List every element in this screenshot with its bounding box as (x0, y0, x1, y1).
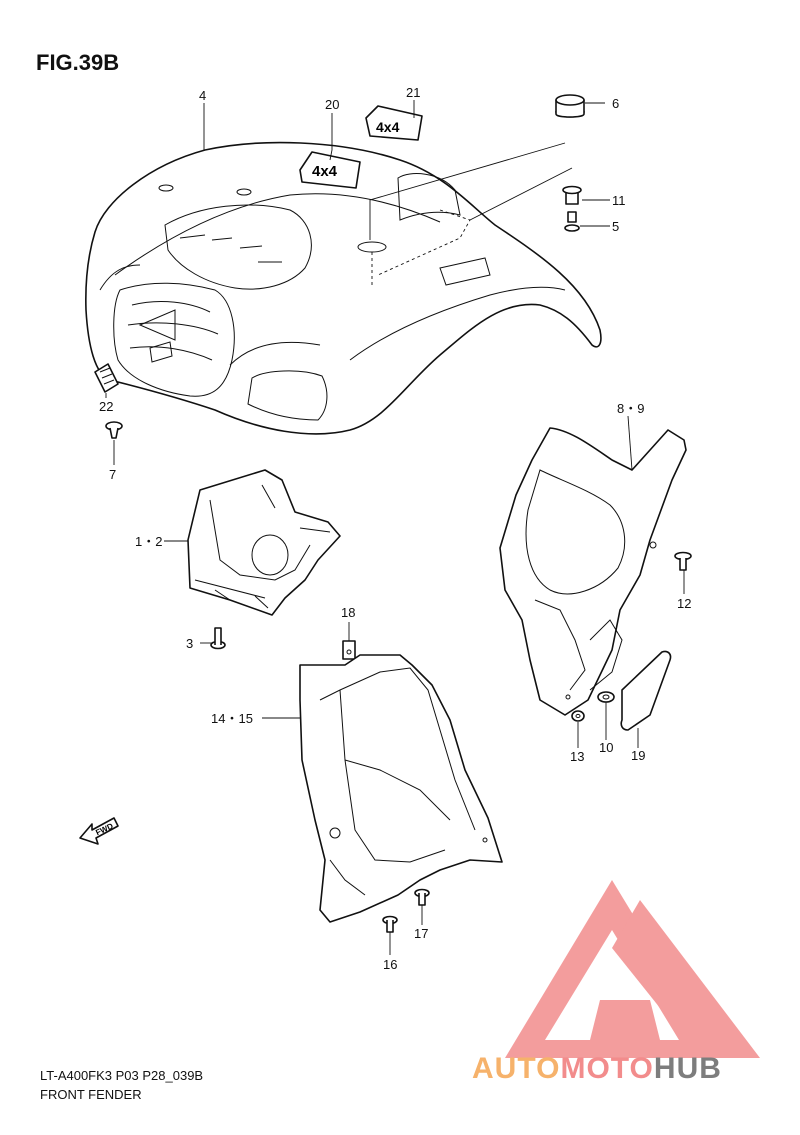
grommet-6-part (555, 94, 585, 118)
callout-10: 10 (599, 740, 614, 755)
callout-19: 19 (631, 748, 646, 763)
clip-18-part (342, 640, 356, 660)
callout-18: 18 (341, 605, 356, 620)
callout-11: 11 (612, 193, 626, 208)
bolt-16-part (382, 915, 398, 933)
grommet-10-part (597, 691, 615, 703)
washer-13-part (571, 710, 585, 722)
bolt-17-part (414, 888, 430, 906)
callout-3: 3 (186, 636, 194, 651)
bolt-5-part (564, 211, 580, 232)
callout-7: 7 (109, 467, 117, 482)
cover-19-part (620, 650, 672, 731)
inner-fender-part (299, 654, 503, 923)
screw-7-part (105, 421, 123, 439)
callout-20: 20 (325, 97, 340, 112)
screw-12-part (674, 551, 692, 571)
callout-17: 17 (414, 926, 429, 941)
callout-21: 21 (406, 85, 421, 100)
callout-8-9: 8・9 (617, 401, 645, 416)
callout-12: 12 (677, 596, 692, 611)
leader-lines (105, 100, 685, 955)
decal-20-text: 4x4 (312, 163, 338, 180)
clip-22-part (94, 363, 119, 393)
figure-name: FRONT FENDER (40, 1087, 142, 1102)
watermark-logo-icon (505, 880, 760, 1058)
callout-4: 4 (199, 88, 207, 103)
watermark-brand: AUTOMOTOHUB (472, 1052, 722, 1086)
watermark-part-hub: HUB (653, 1052, 722, 1085)
callout-1-2: 1・2 (135, 534, 163, 549)
callout-22: 22 (99, 399, 114, 414)
callout-14-15: 14・15 (211, 711, 253, 726)
figure-title: FIG.39B (36, 50, 120, 75)
fwd-label: FWD (94, 821, 115, 837)
decal-21-text: 4x4 (376, 119, 400, 135)
screw-3-part (210, 627, 226, 650)
fwd-arrow-icon: FWD (79, 817, 119, 845)
side-panel-part (499, 427, 687, 716)
callout-5: 5 (612, 219, 620, 234)
decal-20-part: 4x4 (299, 151, 361, 189)
callout-16: 16 (383, 957, 398, 972)
callout-13: 13 (570, 749, 585, 764)
figure-code: LT-A400FK3 P03 P28_039B (40, 1068, 204, 1083)
collar-11-part (562, 185, 582, 205)
callout-6: 6 (612, 96, 620, 111)
mud-guard-left-part (187, 469, 341, 616)
watermark-part-auto: AUTO (472, 1052, 561, 1085)
watermark-part-moto: MOTO (560, 1052, 654, 1085)
decal-21-part: 4x4 (365, 105, 423, 141)
